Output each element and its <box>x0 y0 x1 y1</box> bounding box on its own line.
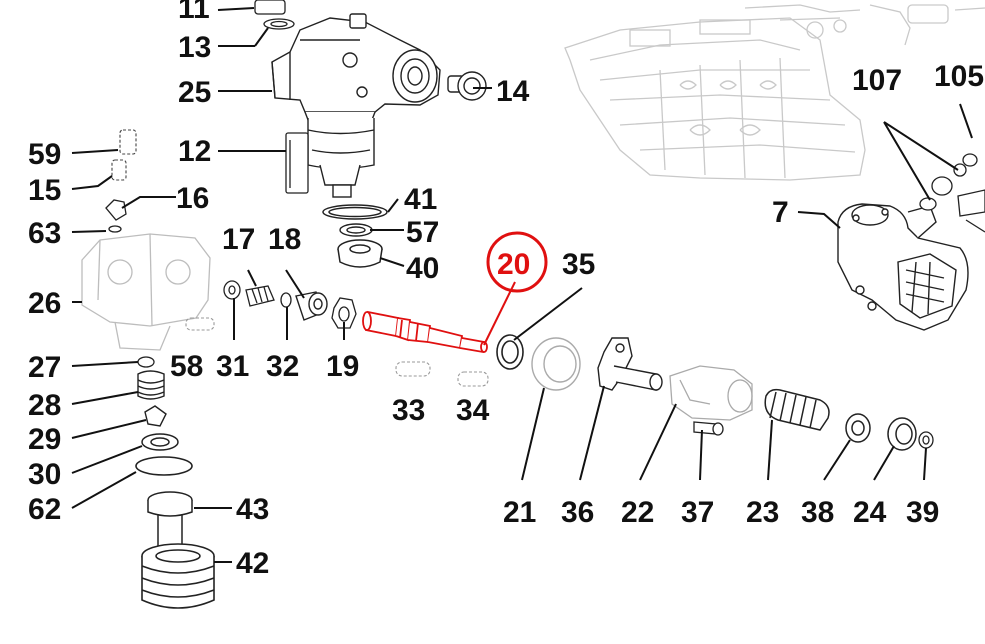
part-24-drawing <box>887 417 917 451</box>
label-32[interactable]: 32 <box>266 350 299 383</box>
part-26-drawing <box>81 233 211 351</box>
part-58-drawing <box>185 317 215 331</box>
label-27[interactable]: 27 <box>28 351 61 384</box>
label-34[interactable]: 34 <box>456 394 490 427</box>
part-57-drawing <box>339 223 373 237</box>
label-105[interactable]: 105 <box>934 60 984 93</box>
part-13-drawing <box>263 18 295 30</box>
label-19[interactable]: 19 <box>326 350 359 383</box>
label-39[interactable]: 39 <box>906 496 939 529</box>
part-29-drawing <box>144 405 167 427</box>
part-16-drawing <box>105 199 127 221</box>
part-30-drawing <box>141 433 179 451</box>
part-40-drawing <box>337 239 383 268</box>
label-12[interactable]: 12 <box>178 135 211 168</box>
part-43-drawing <box>147 491 193 546</box>
label-16[interactable]: 16 <box>176 182 209 215</box>
leader-lines <box>71 7 973 563</box>
part-7-drawing <box>837 203 969 331</box>
part-21-drawing <box>531 337 581 391</box>
part-33-drawing <box>395 361 431 377</box>
part-12-drawing <box>285 132 309 194</box>
label-40[interactable]: 40 <box>406 252 439 285</box>
part-19-drawing <box>331 297 357 329</box>
label-57[interactable]: 57 <box>406 216 439 249</box>
part-42-drawing <box>141 543 215 609</box>
label-25[interactable]: 25 <box>178 76 211 109</box>
label-30[interactable]: 30 <box>28 458 61 491</box>
label-29[interactable]: 29 <box>28 423 61 456</box>
label-38[interactable]: 38 <box>801 496 834 529</box>
part-59-drawing <box>119 129 137 155</box>
part-41-drawing <box>322 204 388 220</box>
label-11[interactable]: 11 <box>178 0 210 25</box>
label-62[interactable]: 62 <box>28 493 61 526</box>
part-27-drawing <box>137 356 155 368</box>
label-21[interactable]: 21 <box>503 496 536 529</box>
part-18-drawing <box>295 291 328 321</box>
label-36[interactable]: 36 <box>561 496 594 529</box>
label-58[interactable]: 58 <box>170 350 203 383</box>
part-63-drawing <box>108 225 122 233</box>
part-35-drawing <box>496 334 524 370</box>
label-20[interactable]: 20 <box>497 248 530 281</box>
part-28-drawing <box>137 370 165 400</box>
label-43[interactable]: 43 <box>236 493 269 526</box>
part-25-drawing <box>271 13 441 126</box>
label-17[interactable]: 17 <box>222 223 255 256</box>
label-33[interactable]: 33 <box>392 394 425 427</box>
label-26[interactable]: 26 <box>28 287 61 320</box>
injector-body-drawing <box>307 118 375 198</box>
label-15[interactable]: 15 <box>28 174 61 207</box>
label-7[interactable]: 7 <box>772 196 789 229</box>
part-14-drawing <box>447 71 487 101</box>
part-11-drawing <box>254 0 286 15</box>
label-14[interactable]: 14 <box>496 75 530 108</box>
label-22[interactable]: 22 <box>621 496 654 529</box>
label-28[interactable]: 28 <box>28 389 61 422</box>
part-37-drawing <box>693 421 724 436</box>
part-22-drawing <box>669 365 753 421</box>
label-59[interactable]: 59 <box>28 138 61 171</box>
part-23-drawing <box>764 388 830 431</box>
label-35[interactable]: 35 <box>562 248 595 281</box>
part-38-drawing <box>845 413 871 443</box>
part-labels: 11 13 25 14 59 12 15 16 63 41 57 40 17 1… <box>28 0 984 580</box>
label-107[interactable]: 107 <box>852 64 902 97</box>
part-39-drawing <box>918 431 934 449</box>
part-20-drawing <box>362 310 488 354</box>
engine-block-outline <box>564 4 985 181</box>
part-15-drawing <box>111 159 127 181</box>
part-34-drawing <box>457 371 489 387</box>
part-62-drawing <box>135 456 193 476</box>
part-31-drawing <box>223 280 241 300</box>
label-37[interactable]: 37 <box>681 496 714 529</box>
label-31[interactable]: 31 <box>216 350 249 383</box>
label-41[interactable]: 41 <box>404 183 437 216</box>
label-23[interactable]: 23 <box>746 496 779 529</box>
label-13[interactable]: 13 <box>178 31 211 64</box>
label-63[interactable]: 63 <box>28 217 61 250</box>
label-24[interactable]: 24 <box>853 496 887 529</box>
part-17-drawing <box>245 285 275 307</box>
part-20-highlight-circle <box>486 231 548 293</box>
part-36-drawing <box>597 337 663 391</box>
part-32-drawing <box>280 292 292 308</box>
label-42[interactable]: 42 <box>236 547 269 580</box>
label-18[interactable]: 18 <box>268 223 301 256</box>
part-105-drawing <box>957 153 985 233</box>
